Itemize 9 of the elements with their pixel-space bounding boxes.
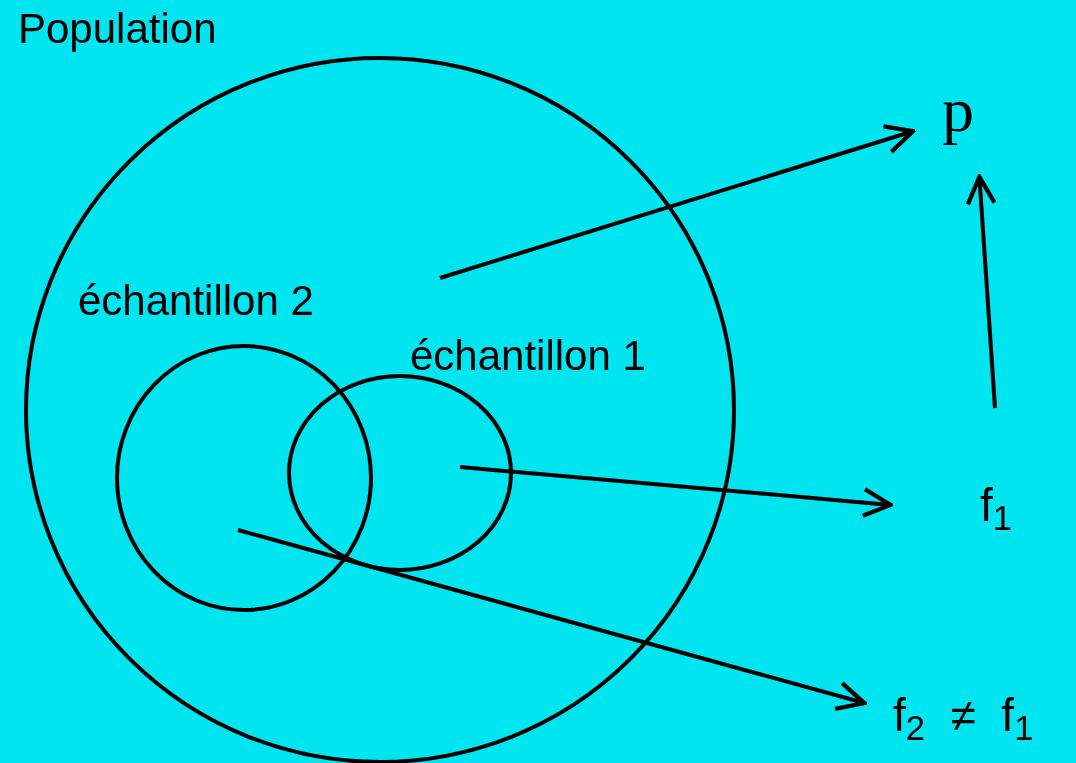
symbol-label: f$_{2}$ ≠ f$_{1}$ — [893, 692, 1034, 738]
arrow — [965, 174, 997, 409]
arrow — [237, 528, 867, 711]
symbol-label: f$_{1}$ — [980, 482, 1012, 528]
arrow — [459, 465, 893, 518]
circle-label: échantillon 1 — [410, 335, 646, 377]
circle-label: échantillon 2 — [78, 280, 314, 322]
arrow — [439, 124, 916, 280]
circle-label: Population — [18, 8, 217, 50]
